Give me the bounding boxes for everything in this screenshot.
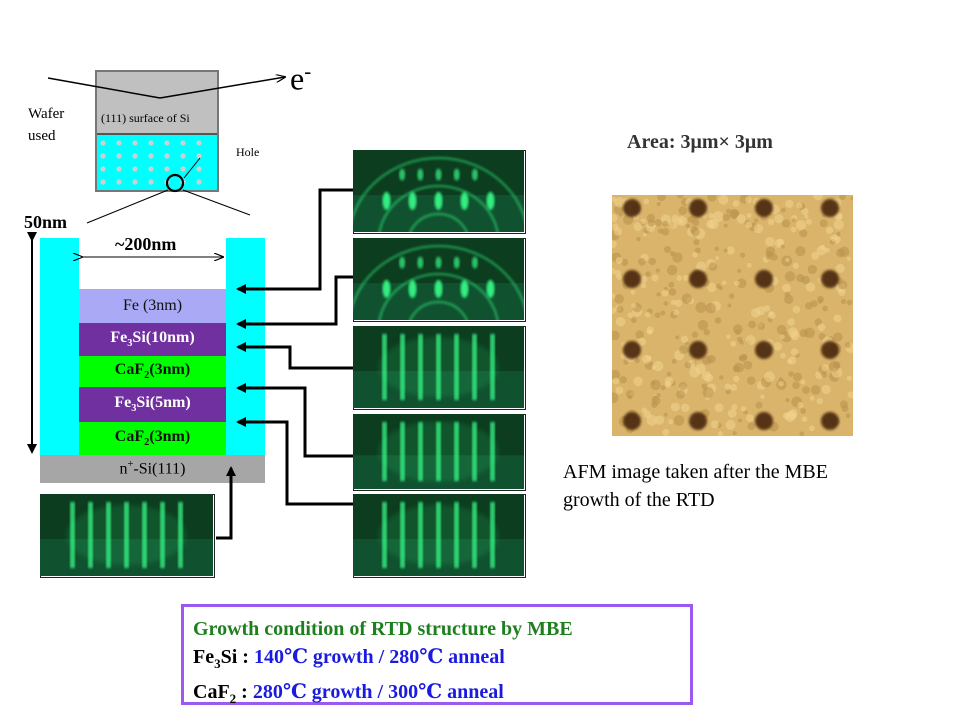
hole-label: Hole [236,145,260,159]
growth-fe3si-value: 140℃ growth / 280℃ anneal [253,646,505,668]
electron-beam-out [159,77,285,99]
wafer-surface-divider [97,133,217,135]
layer-caf2-bottom-label: CaF2(3nm) [114,428,191,449]
wafer-surface-label: (111) surface of Si [101,111,190,125]
width-label: ~200nm [115,234,177,254]
afm-area-label: Area: 3μm× 3μm [627,131,773,153]
hole-pointer [183,157,201,179]
connector-3 [236,342,353,370]
electron-label: e- [290,60,311,98]
layer-fe3si-10-label: Fe3Si(10nm) [110,329,195,350]
electron-charge: - [304,60,312,83]
afm-caption-line2: growth of the RTD [563,489,715,511]
connector-4 [236,383,353,458]
layer-caf2-top: CaF2(3nm) [79,356,226,387]
growth-caf2-value: 280℃ growth / 300℃ anneal [252,681,504,703]
wafer-label-line2: used [28,128,56,144]
wafer-label-line1: Wafer [28,106,65,122]
rheed-texture-2 [353,326,524,408]
height-label: 50nm [24,212,68,232]
afm-caption-line1: AFM image taken after the MBE [563,461,828,483]
afm-texture [612,195,853,436]
substrate-label: n+-Si(111) [119,459,186,478]
electron-symbol: e [290,60,305,97]
hole-circle [165,173,185,193]
zoom-line-left [86,189,169,224]
zoom-line-right [182,189,251,216]
rheed-texture-4 [353,494,524,576]
connector-5 [236,417,353,506]
connector-2 [236,275,353,329]
layer-caf2-bottom: CaF2(3nm) [79,422,226,455]
layer-fe: Fe (3nm) [79,289,226,323]
connector-substrate [216,466,236,540]
rheed-texture-0 [353,150,524,232]
growth-title: Growth condition of RTD structure by MBE [193,618,573,640]
electron-beam-in [47,77,161,99]
rheed-texture-5 [40,494,213,576]
left-wall [40,238,79,455]
rheed-texture-3 [353,414,524,489]
layer-fe3si-10: Fe3Si(10nm) [79,323,226,356]
afm-caption: AFM image taken after the MBE growth of … [563,458,828,514]
connector-1 [236,188,353,294]
layer-caf2-top-label: CaF2(3nm) [114,361,191,382]
growth-condition-box: Growth condition of RTD structure by MBE… [181,604,693,706]
layer-fe-label: Fe (3nm) [122,297,183,314]
layer-fe3si-5: Fe3Si(5nm) [79,387,226,422]
layer-fe3si-5-label: Fe3Si(5nm) [114,394,191,415]
wafer-label: Wafer used [28,103,64,147]
growth-line-fe3si: Fe3Si : 140℃ growth / 280℃ anneal [193,646,505,671]
rheed-texture-1 [353,238,524,320]
growth-line-caf2: CaF2 : 280℃ growth / 300℃ anneal [193,681,504,706]
wafer-hole-dots [100,140,202,185]
